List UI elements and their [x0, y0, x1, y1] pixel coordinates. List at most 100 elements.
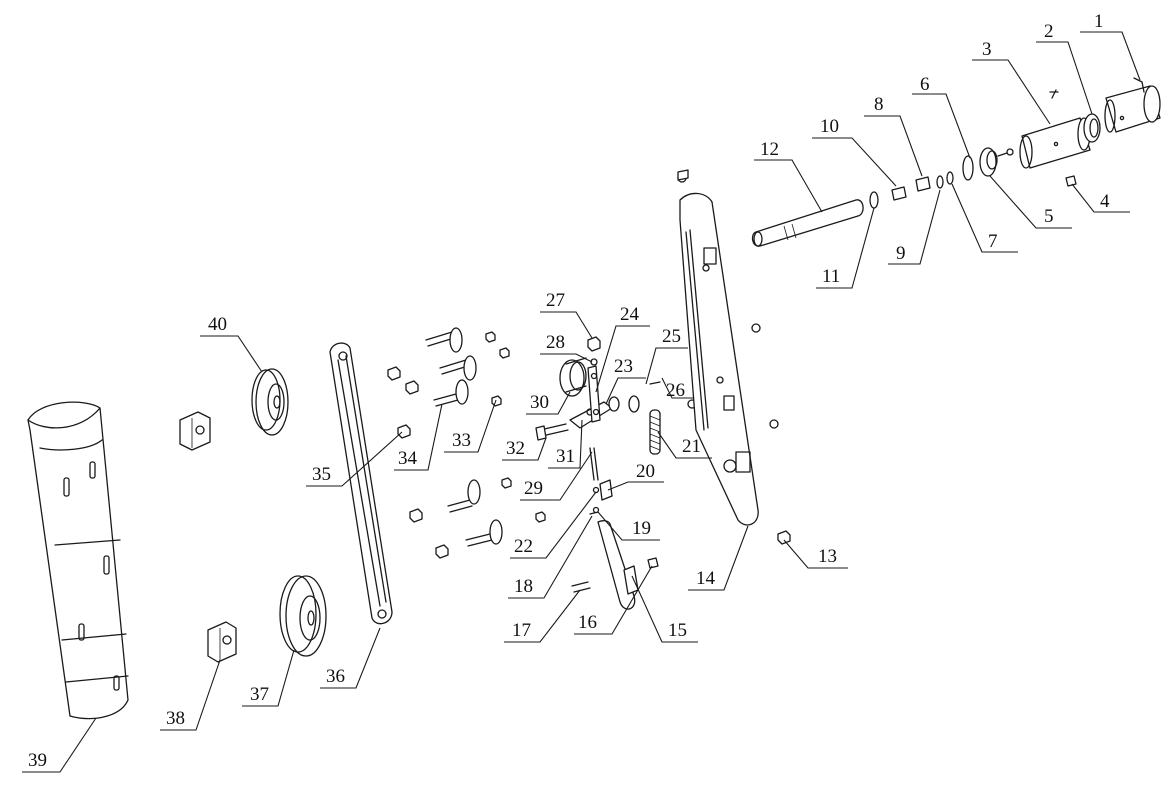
- callout-22: 22: [510, 491, 597, 559]
- callout-32: 32: [502, 437, 547, 461]
- part-10-bushing: [891, 186, 907, 201]
- callout-2: 2: [1036, 21, 1093, 115]
- callout-16: 16: [574, 565, 653, 635]
- callout-25: 25: [645, 326, 688, 385]
- part-roller-block-upper: [179, 411, 211, 451]
- svg-text:30: 30: [530, 392, 549, 413]
- callout-19: 19: [597, 511, 660, 541]
- callouts: 1 2 3 4 5 6 7 8: [22, 11, 1141, 773]
- callout-5: 5: [989, 175, 1072, 229]
- callout-26: 26: [661, 377, 694, 401]
- part-17-bolt: [571, 581, 591, 593]
- callout-17: 17: [504, 589, 581, 643]
- svg-text:24: 24: [620, 304, 640, 325]
- part-11-ring: [869, 191, 879, 209]
- callout-14: 14: [688, 525, 749, 591]
- part-23-25-26-small: [608, 381, 697, 413]
- svg-text:8: 8: [874, 94, 884, 115]
- callout-24: 24: [595, 304, 650, 393]
- svg-text:3: 3: [982, 39, 992, 60]
- callout-40: 40: [200, 314, 263, 373]
- part-1-end-cap: [1104, 77, 1161, 133]
- svg-text:2: 2: [1044, 21, 1054, 42]
- callout-8: 8: [864, 94, 923, 177]
- svg-text:13: 13: [818, 546, 837, 567]
- svg-text:19: 19: [632, 518, 651, 539]
- svg-text:22: 22: [514, 536, 533, 557]
- part-3-housing: [1019, 89, 1091, 169]
- part-14-side-plate: [677, 169, 779, 526]
- callout-1: 1: [1080, 11, 1141, 81]
- callout-29: 29: [520, 451, 593, 501]
- callout-37: 37: [242, 649, 295, 707]
- svg-text:4: 4: [1100, 191, 1110, 212]
- svg-text:20: 20: [636, 461, 655, 482]
- callout-23: 23: [605, 356, 646, 405]
- svg-text:31: 31: [556, 446, 575, 467]
- svg-text:21: 21: [682, 436, 701, 457]
- part-9-washer: [936, 175, 944, 189]
- callout-33: 33: [444, 399, 497, 453]
- part-34-pins: [425, 327, 503, 547]
- svg-text:1: 1: [1094, 11, 1104, 32]
- callout-31: 31: [548, 419, 583, 469]
- svg-text:23: 23: [614, 356, 633, 377]
- callout-36: 36: [320, 627, 381, 689]
- part-36-frame-plate: [329, 342, 393, 625]
- svg-text:29: 29: [524, 478, 543, 499]
- part-bolts-cluster: [387, 331, 546, 559]
- svg-text:9: 9: [896, 243, 906, 264]
- part-24-link: [587, 365, 601, 423]
- svg-text:38: 38: [166, 708, 185, 729]
- part-38-roller-block: [207, 621, 237, 663]
- part-6-clip: [962, 155, 974, 181]
- part-5-coupling: [979, 147, 1014, 177]
- svg-text:33: 33: [452, 430, 471, 451]
- svg-text:7: 7: [988, 231, 998, 252]
- callout-15: 15: [631, 575, 698, 643]
- svg-text:27: 27: [546, 290, 565, 311]
- callout-21: 21: [657, 431, 712, 459]
- svg-text:18: 18: [514, 576, 533, 597]
- svg-text:40: 40: [208, 314, 227, 335]
- svg-text:10: 10: [820, 116, 839, 137]
- callout-13: 13: [783, 539, 848, 569]
- svg-text:5: 5: [1044, 206, 1054, 227]
- part-2-ring: [1083, 113, 1101, 143]
- callout-18: 18: [508, 515, 593, 599]
- callout-3: 3: [972, 39, 1051, 125]
- callout-9: 9: [888, 189, 941, 265]
- part-40-pulley: [251, 368, 289, 436]
- callout-35: 35: [306, 431, 403, 487]
- callout-39: 39: [22, 717, 97, 773]
- svg-text:35: 35: [312, 464, 331, 485]
- svg-text:17: 17: [512, 620, 531, 641]
- part-32-bolt: [535, 423, 569, 441]
- callout-28: 28: [540, 332, 593, 363]
- part-7-washer: [946, 171, 954, 185]
- part-29-22-pins: [589, 447, 600, 494]
- part-18-19-pin: [589, 506, 600, 515]
- part-20-bracket: [599, 479, 613, 501]
- svg-text:16: 16: [578, 612, 597, 633]
- callout-27: 27: [540, 290, 593, 339]
- svg-text:15: 15: [668, 620, 687, 641]
- callout-10: 10: [812, 116, 897, 187]
- part-13-nut: [777, 530, 791, 545]
- callout-4: 4: [1071, 183, 1130, 213]
- svg-text:25: 25: [662, 326, 681, 347]
- callout-30: 30: [526, 391, 571, 415]
- svg-text:6: 6: [920, 74, 930, 95]
- svg-text:11: 11: [822, 266, 840, 287]
- svg-text:39: 39: [28, 750, 47, 771]
- part-21-spring: [649, 409, 661, 455]
- callout-7: 7: [951, 183, 1018, 253]
- svg-text:26: 26: [666, 380, 685, 401]
- callout-6: 6: [912, 74, 971, 159]
- svg-text:32: 32: [506, 438, 525, 459]
- svg-text:12: 12: [760, 139, 779, 160]
- callout-11: 11: [816, 207, 875, 289]
- svg-text:37: 37: [250, 684, 269, 705]
- callout-38: 38: [160, 659, 221, 731]
